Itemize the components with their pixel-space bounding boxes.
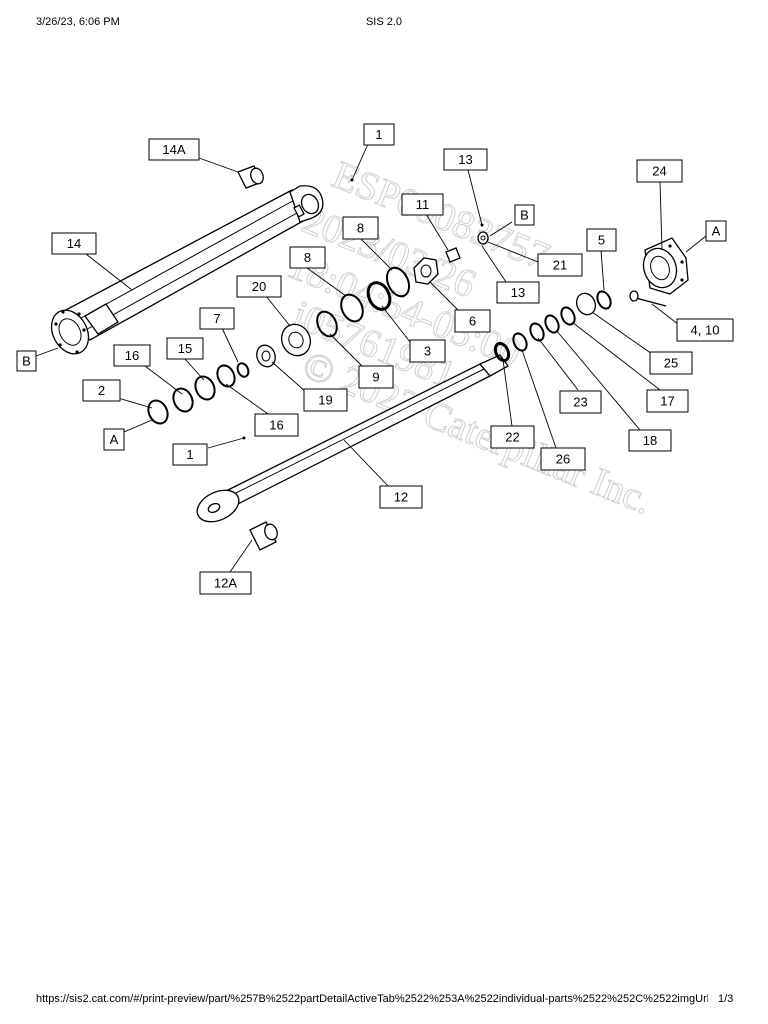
- callout-2: 2: [82, 379, 121, 402]
- callout-17: 17: [646, 389, 689, 413]
- callout-6: 6: [454, 309, 491, 333]
- svg-text:25: 25: [664, 356, 678, 371]
- svg-text:26: 26: [556, 452, 570, 467]
- callout-8a: 8: [342, 216, 379, 240]
- callout-9: 9: [358, 365, 394, 389]
- svg-text:6: 6: [469, 314, 476, 329]
- fitting: [477, 231, 489, 245]
- spacer: [256, 344, 276, 368]
- callout-14a: 14A: [148, 138, 200, 161]
- svg-text:19: 19: [318, 393, 332, 408]
- callout-8b: 8: [289, 246, 326, 269]
- svg-text:17: 17: [660, 394, 674, 409]
- svg-text:24: 24: [652, 164, 666, 179]
- svg-text:21: 21: [553, 258, 567, 273]
- callout-18: 18: [628, 429, 672, 452]
- bolt: [629, 290, 667, 307]
- svg-text:2: 2: [98, 383, 105, 398]
- cylinder-head: [642, 237, 689, 295]
- callout-b-left: B: [16, 350, 37, 372]
- svg-text:B: B: [520, 208, 529, 223]
- svg-text:16: 16: [125, 348, 139, 363]
- svg-text:3: 3: [424, 344, 431, 359]
- svg-text:4, 10: 4, 10: [691, 323, 720, 338]
- svg-text:12: 12: [394, 490, 408, 505]
- callout-11: 11: [401, 193, 444, 216]
- bushing-14a: [237, 165, 264, 189]
- svg-text:18: 18: [643, 433, 657, 448]
- callout-13-top: 13: [443, 148, 488, 171]
- callout-a-left: A: [103, 428, 125, 451]
- page-number: 1/3: [718, 993, 734, 1005]
- page-title: SIS 2.0: [365, 16, 403, 28]
- spacer-sleeve: [445, 247, 461, 263]
- callout-19: 19: [303, 388, 348, 412]
- callout-1-bottom: 1: [172, 443, 208, 466]
- print-datetime: 3/26/23, 6:06 PM: [36, 16, 120, 28]
- svg-text:11: 11: [416, 197, 430, 212]
- callout-22: 22: [490, 425, 535, 449]
- svg-text:A: A: [110, 432, 119, 447]
- svg-text:16: 16: [269, 418, 283, 433]
- callout-12: 12: [379, 485, 423, 509]
- callout-1-top: 1: [363, 123, 395, 146]
- svg-text:1: 1: [375, 127, 382, 142]
- svg-text:14A: 14A: [162, 142, 185, 157]
- callout-23: 23: [559, 390, 602, 414]
- svg-text:1: 1: [186, 447, 193, 462]
- seal-rings: [147, 266, 612, 425]
- callout-16a: 16: [113, 344, 151, 367]
- callout-7: 7: [199, 307, 235, 330]
- svg-text:7: 7: [213, 311, 220, 326]
- callout-16b: 16: [254, 413, 299, 437]
- svg-text:12A: 12A: [214, 576, 237, 591]
- svg-text:20: 20: [252, 279, 266, 294]
- svg-text:13: 13: [511, 285, 525, 300]
- callout-13-mid: 13: [496, 281, 540, 304]
- callout-14: 14: [51, 232, 97, 255]
- svg-text:A: A: [712, 224, 721, 239]
- svg-text:8: 8: [357, 221, 364, 236]
- callout-21: 21: [537, 253, 583, 277]
- callout-26: 26: [540, 447, 586, 471]
- callout-a-right: A: [705, 220, 727, 242]
- callout-15: 15: [166, 337, 204, 360]
- svg-text:15: 15: [178, 341, 192, 356]
- svg-text:8: 8: [304, 250, 311, 265]
- nut: [413, 257, 439, 285]
- callout-5: 5: [586, 228, 617, 252]
- callout-24: 24: [636, 159, 683, 183]
- callout-4-10: 4, 10: [676, 318, 734, 342]
- page-url: https://sis2.cat.com/#/print-preview/par…: [36, 993, 708, 1005]
- bushing-12a: [249, 521, 278, 551]
- svg-text:22: 22: [505, 430, 519, 445]
- callout-20: 20: [236, 275, 282, 298]
- callout-3: 3: [409, 339, 446, 363]
- callout-b-top: B: [514, 204, 535, 226]
- callout-12a: 12A: [199, 571, 252, 595]
- cylinder-barrel: [50, 185, 324, 355]
- watermark: ESP00083757 2023/03/26 18:04:54-05:00 i0…: [281, 151, 659, 523]
- svg-text:13: 13: [458, 152, 472, 167]
- callout-25: 25: [649, 351, 693, 375]
- svg-text:23: 23: [573, 395, 587, 410]
- svg-text:14: 14: [67, 236, 81, 251]
- svg-text:5: 5: [598, 233, 605, 248]
- svg-text:B: B: [22, 354, 31, 369]
- svg-text:9: 9: [372, 370, 379, 385]
- leader-lines: [35, 143, 707, 573]
